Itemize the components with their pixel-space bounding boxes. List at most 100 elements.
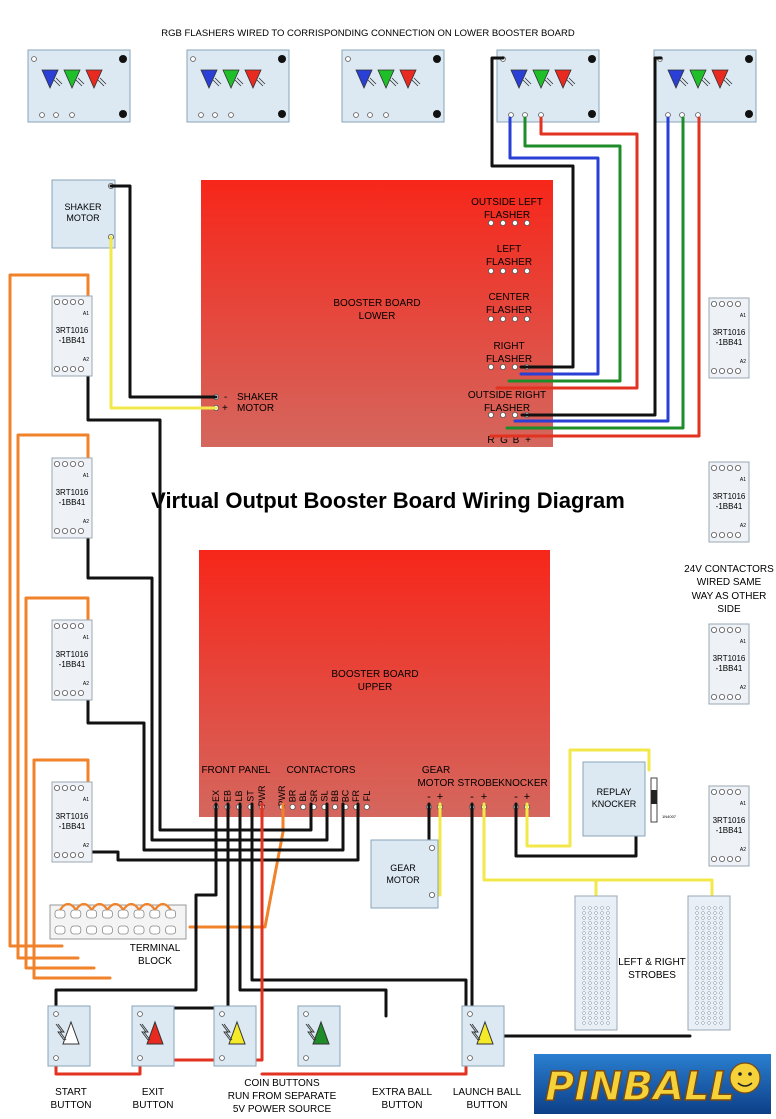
contactor-a2: A2 xyxy=(740,847,746,853)
strobe-led xyxy=(606,946,610,950)
strobe-led xyxy=(695,946,699,950)
flasher-terminal xyxy=(353,112,359,118)
polarity-plus: + xyxy=(481,791,487,803)
strobe-led xyxy=(719,946,723,950)
note-line: 24V CONTACTORS xyxy=(684,564,774,575)
contactor-terminal xyxy=(735,789,742,796)
contactor-model: 3RT1016 xyxy=(56,326,89,335)
strobe-led xyxy=(707,916,711,920)
contactor-terminal xyxy=(54,852,61,859)
contactor-body xyxy=(708,461,750,543)
flasher-pin xyxy=(487,315,494,322)
diode-label: 1N4007 xyxy=(662,814,677,819)
contactor-terminal xyxy=(711,300,718,307)
led-triangle xyxy=(355,69,373,89)
flasher-pin xyxy=(512,219,519,226)
contactor-terminal xyxy=(78,623,85,630)
strobe-led xyxy=(600,916,604,920)
strobe-led xyxy=(594,946,598,950)
flasher-terminal xyxy=(228,112,234,118)
strobes-label: STROBES xyxy=(628,970,676,981)
contactor-terminal xyxy=(78,785,85,792)
strobe-led xyxy=(701,936,705,940)
strobe-led xyxy=(594,976,598,980)
strobe-led xyxy=(701,911,705,915)
strobe-led xyxy=(606,996,610,1000)
upper-board-title: BOOSTER BOARD xyxy=(331,669,418,680)
pin-label: BB xyxy=(330,790,340,802)
shaker-motor xyxy=(51,179,116,249)
strobe-led xyxy=(719,966,723,970)
rgb-flasher-row xyxy=(27,49,757,123)
contactor-terminal xyxy=(727,300,734,307)
strobe-led xyxy=(606,971,610,975)
contactor-model: 3RT1016 xyxy=(56,650,89,659)
strobe-led xyxy=(588,1011,592,1015)
strobe-led xyxy=(594,921,598,925)
strobe-led xyxy=(594,991,598,995)
strobe-led xyxy=(600,906,604,910)
strobe-led xyxy=(594,1006,598,1010)
led-arrow xyxy=(723,77,733,87)
contactors-label: CONTACTORS xyxy=(286,765,355,776)
strobe-led xyxy=(719,1011,723,1015)
strobe-led xyxy=(606,1011,610,1015)
strobe-led xyxy=(713,936,717,940)
flasher-terminal xyxy=(198,112,204,118)
strobe-led xyxy=(582,981,586,985)
flasher-label: FLASHER xyxy=(484,210,530,221)
strobe-led xyxy=(588,931,592,935)
strobe-led xyxy=(600,946,604,950)
button-label: BUTTON xyxy=(51,1100,92,1111)
flasher-pin xyxy=(512,267,519,274)
strobe-led xyxy=(701,951,705,955)
terminal-screw xyxy=(133,909,145,919)
contactor-model: -1BB41 xyxy=(59,660,86,669)
smiley-eye xyxy=(748,1072,752,1076)
strobe-led xyxy=(701,961,705,965)
strobe-led xyxy=(606,921,610,925)
button-arrow-icon xyxy=(469,1023,481,1041)
flasher-body xyxy=(496,49,600,123)
flasher-terminal xyxy=(69,112,75,118)
strobe-led xyxy=(695,991,699,995)
led-triangle xyxy=(554,69,572,89)
strobe-led xyxy=(594,956,598,960)
note-line: WIRED SAME xyxy=(697,577,762,588)
contactor-terminal xyxy=(727,464,734,471)
flasher-terminal xyxy=(31,56,37,62)
contactor-model: -1BB41 xyxy=(59,822,86,831)
terminal-block-label: BLOCK xyxy=(138,956,172,967)
led-arrow xyxy=(389,77,399,87)
plus-terminal-icon xyxy=(119,55,127,63)
strobe-led xyxy=(701,946,705,950)
led-arrow xyxy=(679,77,689,87)
contactor-terminal xyxy=(727,367,734,374)
contactor-terminal xyxy=(719,694,726,701)
strobe-led xyxy=(701,926,705,930)
strobe-led xyxy=(594,1016,598,1020)
jumper-loop xyxy=(59,902,77,911)
strobe-led xyxy=(701,941,705,945)
contactor-a2: A2 xyxy=(83,519,89,525)
strobe-led xyxy=(695,961,699,965)
polarity-plus: + xyxy=(524,791,530,803)
gear-motor-header: MOTOR xyxy=(417,778,454,789)
strobe-led xyxy=(606,1021,610,1025)
jumper-loop xyxy=(106,902,125,911)
pin-label: PWR xyxy=(277,785,287,806)
terminal-screw xyxy=(149,925,161,935)
strobe-led xyxy=(701,1001,705,1005)
jumper-loop xyxy=(138,902,156,911)
led-triangle xyxy=(667,69,685,89)
button-terminal xyxy=(303,1011,309,1017)
strobe-led xyxy=(582,996,586,1000)
strobe-led xyxy=(606,936,610,940)
strobe-led xyxy=(588,971,592,975)
button-arrow-icon xyxy=(139,1023,151,1041)
strobe-led xyxy=(713,971,717,975)
strobe-led xyxy=(713,916,717,920)
flasher-pin xyxy=(499,267,506,274)
contactor-model: 3RT1016 xyxy=(713,492,746,501)
